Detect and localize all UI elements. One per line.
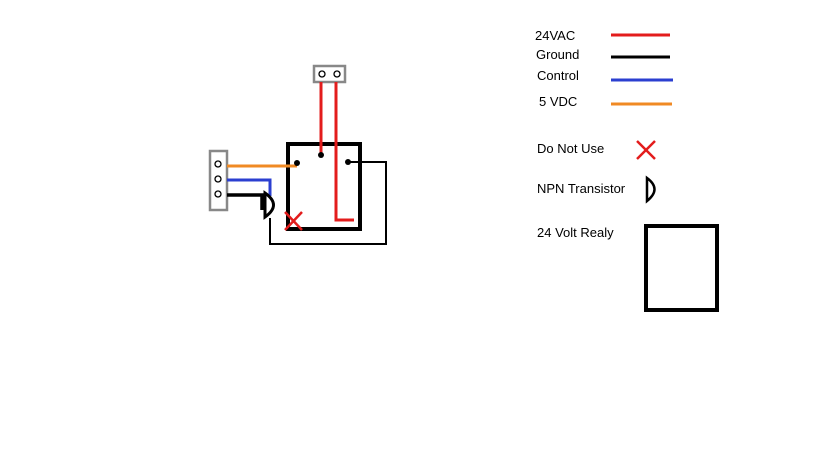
legend-do-not-use-label: Do Not Use — [537, 141, 604, 156]
relay-pin-24vac — [318, 152, 324, 158]
x-mark-icon — [636, 140, 656, 160]
npn-transistor — [263, 190, 275, 220]
legend-control-label: Control — [537, 68, 579, 83]
relay-box-icon — [644, 224, 719, 312]
terminal-block-left — [208, 149, 229, 212]
wire-24vac-2 — [334, 82, 354, 222]
relay-box — [286, 142, 362, 231]
wire-ground-1 — [227, 193, 264, 210]
legend-relay-label: 24 Volt Realy — [537, 225, 614, 240]
legend-5vdc-label: 5 VDC — [539, 94, 577, 109]
do-not-use-mark — [284, 211, 303, 231]
npn-transistor-icon — [645, 175, 656, 204]
wire-control — [227, 178, 272, 196]
legend-npn-label: NPN Transistor — [537, 181, 626, 196]
relay-pin-5vdc — [294, 160, 300, 166]
legend-24vac-label: 24VAC — [535, 28, 575, 43]
legend-ground-label: Ground — [536, 47, 579, 62]
terminal-block-top — [312, 64, 347, 84]
relay-pin-ground — [345, 159, 351, 165]
legend: 24VAC Ground Control 5 VDC Do Not Use NP… — [535, 28, 719, 312]
wire-ground-2 — [269, 161, 387, 245]
